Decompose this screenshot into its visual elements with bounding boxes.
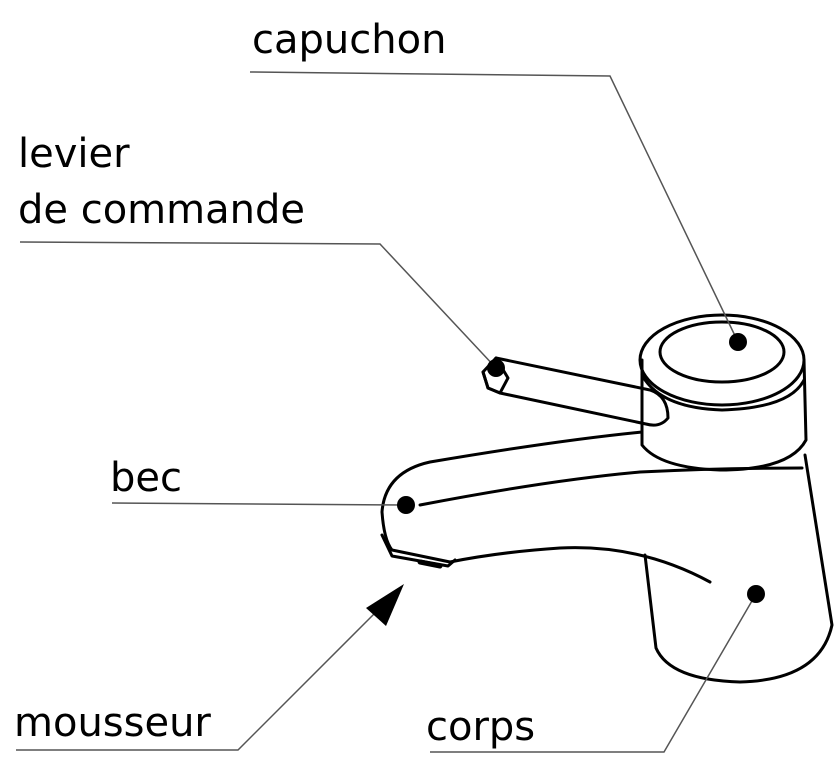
cap-inner bbox=[658, 320, 786, 384]
leader-mousseur bbox=[16, 599, 389, 751]
label-capuchon: capuchon bbox=[252, 17, 447, 63]
aerator-slot bbox=[417, 559, 443, 569]
faucet-body bbox=[643, 453, 834, 684]
dot-bec bbox=[397, 496, 415, 514]
label-corps: corps bbox=[426, 704, 536, 750]
leader-corps bbox=[430, 593, 757, 753]
dot-corps bbox=[747, 585, 765, 603]
label-levier-line2: de commande bbox=[18, 187, 305, 233]
spout-groove bbox=[418, 466, 804, 507]
label-bec: bec bbox=[110, 455, 182, 501]
leader-bec bbox=[111, 502, 407, 506]
mousseur-arrow-icon bbox=[366, 584, 404, 626]
dot-capuchon bbox=[729, 333, 747, 351]
leader-capuchon bbox=[249, 71, 739, 343]
dot-levier bbox=[487, 359, 505, 377]
label-levier-line1: levier bbox=[18, 131, 130, 177]
cap-top bbox=[638, 313, 806, 407]
faucet-spout bbox=[380, 430, 712, 584]
label-mousseur: mousseur bbox=[14, 700, 211, 746]
head-cylinder bbox=[640, 358, 808, 472]
lever bbox=[481, 356, 670, 427]
leader-levier bbox=[19, 241, 497, 369]
